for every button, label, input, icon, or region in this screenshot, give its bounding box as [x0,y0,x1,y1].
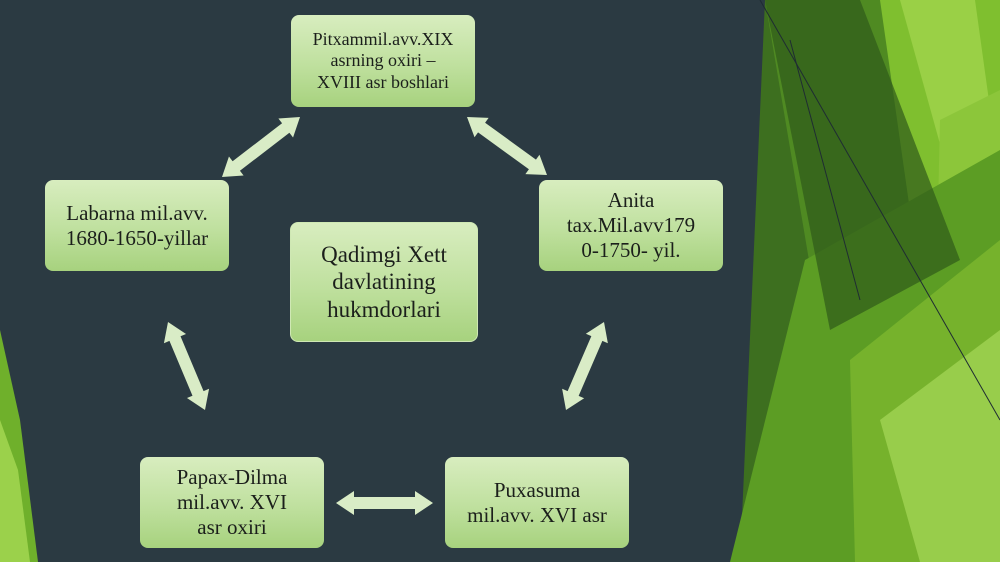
center-node: Qadimgi Xett davlatining hukmdorlari [290,222,478,342]
node-bottom-right-label: Puxasuma mil.avv. XVI asr [467,477,607,527]
green-facet-dark [765,0,960,330]
deco-line-2 [789,39,861,301]
left-green-sliver-light [0,420,30,562]
center-label: Qadimgi Xett davlatining hukmdorlari [321,242,447,322]
arrow-left-bottom [163,322,210,411]
node-bottom-right: Puxasuma mil.avv. XVI asr [445,457,629,548]
node-bottom-left: Papax-Dilma mil.avv. XVI asr oxiri [140,457,324,548]
node-left: Labarna mil.avv. 1680-1650-yillar [45,180,229,271]
node-bottom-left-label: Papax-Dilma mil.avv. XVI asr oxiri [176,465,288,539]
node-left-label: Labarna mil.avv. 1680-1650-yillar [65,200,209,250]
arrow-top-left [221,117,300,177]
arrow-bottom [336,491,433,515]
node-right-label: Anita tax.Mil.avv179 0-1750- yil. [566,188,696,262]
deco-line-1 [759,0,1000,421]
arrow-top-right [467,117,548,176]
green-facet-8 [880,330,1000,562]
arrow-right-bottom [562,322,608,410]
node-top-label: Pitxammil.avv.XIX asrning oxiri – XVIII … [312,29,454,92]
node-right: Anita tax.Mil.avv179 0-1750- yil. [539,180,723,271]
node-top: Pitxammil.avv.XIX asrning oxiri – XVIII … [291,15,475,107]
